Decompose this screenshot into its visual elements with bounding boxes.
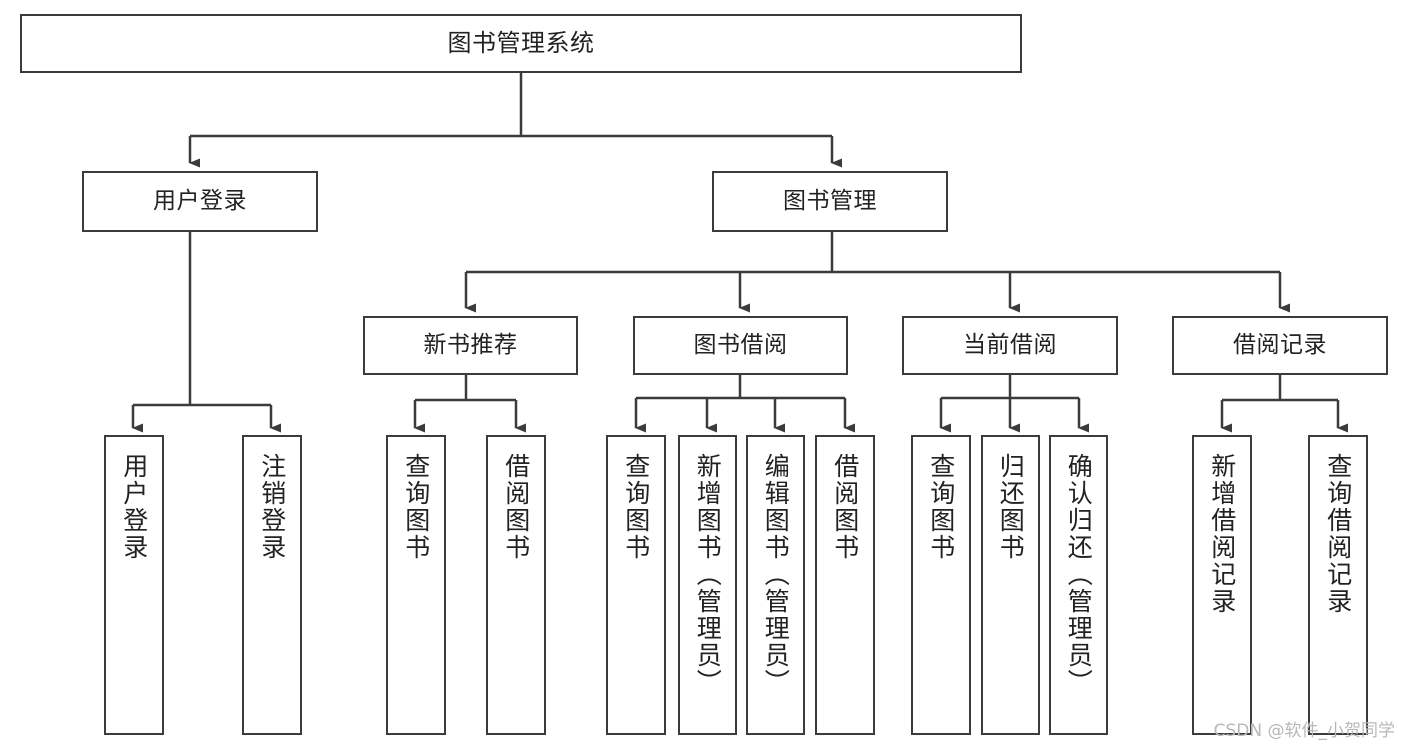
leaf-borrow-book[interactable]: 借阅图书 <box>815 435 875 735</box>
leaf-edit-book-admin[interactable]: 编辑图书（管理员） <box>746 435 805 735</box>
node-current-borrow-label: 当前借阅 <box>963 331 1057 358</box>
leaf-confirm-return-admin-label: 确认归还（管理员） <box>1064 453 1094 696</box>
leaf-return-book[interactable]: 归还图书 <box>981 435 1040 735</box>
leaf-add-book-admin[interactable]: 新增图书（管理员） <box>678 435 737 735</box>
leaf-confirm-return-admin[interactable]: 确认归还（管理员） <box>1049 435 1108 735</box>
leaf-query-book-borrow[interactable]: 查询图书 <box>606 435 666 735</box>
node-book-management-label: 图书管理 <box>783 187 877 214</box>
leaf-query-book-recommend-label: 查询图书 <box>401 453 431 561</box>
node-new-book-recommend[interactable]: 新书推荐 <box>363 316 578 375</box>
node-current-borrow[interactable]: 当前借阅 <box>902 316 1118 375</box>
leaf-user-login-label: 用户登录 <box>119 453 149 561</box>
leaf-query-book-current[interactable]: 查询图书 <box>911 435 971 735</box>
leaf-add-book-admin-label: 新增图书（管理员） <box>693 453 723 696</box>
csdn-watermark: CSDN @软件_小贺同学 <box>1213 721 1395 741</box>
node-user-login[interactable]: 用户登录 <box>82 171 318 232</box>
leaf-logout[interactable]: 注销登录 <box>242 435 302 735</box>
node-borrow-record[interactable]: 借阅记录 <box>1172 316 1388 375</box>
leaf-borrow-book-recommend[interactable]: 借阅图书 <box>486 435 546 735</box>
leaf-logout-label: 注销登录 <box>257 453 287 561</box>
leaf-query-book-borrow-label: 查询图书 <box>621 453 651 561</box>
leaf-query-book-current-label: 查询图书 <box>926 453 956 561</box>
node-book-management[interactable]: 图书管理 <box>712 171 948 232</box>
node-root-label: 图书管理系统 <box>447 29 595 58</box>
leaf-add-borrow-record-label: 新增借阅记录 <box>1207 453 1237 615</box>
leaf-user-login[interactable]: 用户登录 <box>104 435 164 735</box>
node-book-borrow-label: 图书借阅 <box>693 331 788 358</box>
leaf-query-book-recommend[interactable]: 查询图书 <box>386 435 446 735</box>
leaf-query-borrow-record[interactable]: 查询借阅记录 <box>1308 435 1368 735</box>
node-new-book-recommend-label: 新书推荐 <box>423 331 518 358</box>
leaf-add-borrow-record[interactable]: 新增借阅记录 <box>1192 435 1252 735</box>
leaf-edit-book-admin-label: 编辑图书（管理员） <box>761 453 791 696</box>
node-user-login-label: 用户登录 <box>153 187 247 214</box>
leaf-borrow-book-recommend-label: 借阅图书 <box>501 453 531 561</box>
node-book-borrow[interactable]: 图书借阅 <box>633 316 848 375</box>
node-borrow-record-label: 借阅记录 <box>1233 331 1327 358</box>
leaf-return-book-label: 归还图书 <box>996 453 1026 561</box>
leaf-borrow-book-label: 借阅图书 <box>830 453 860 561</box>
node-root[interactable]: 图书管理系统 <box>20 14 1022 73</box>
leaf-query-borrow-record-label: 查询借阅记录 <box>1323 453 1353 615</box>
